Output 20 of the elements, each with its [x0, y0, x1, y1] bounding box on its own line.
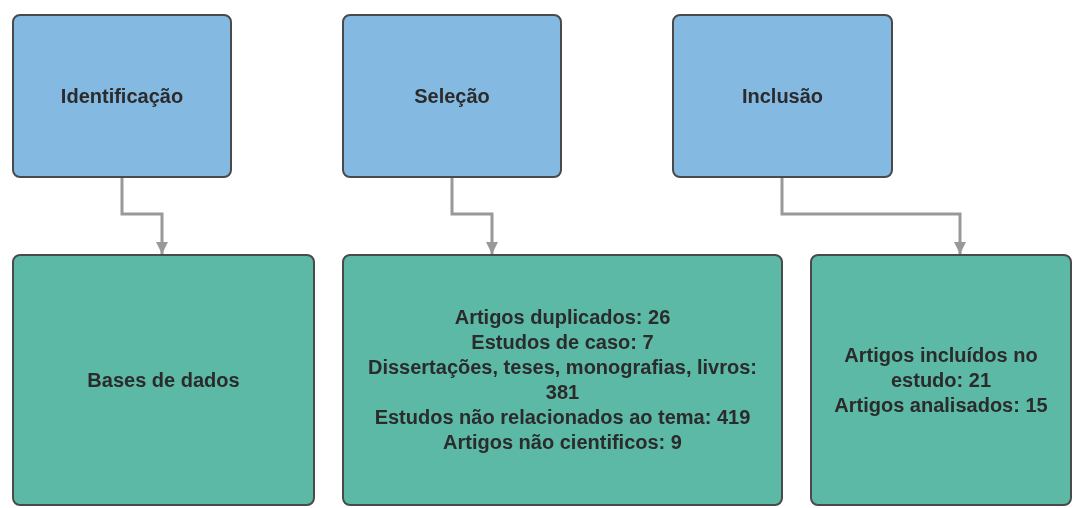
- stage-box: [342, 14, 562, 178]
- result-text: Bases de dados: [87, 367, 240, 393]
- result-box: [12, 254, 315, 506]
- result-text: Dissertações, teses, monografias, livros: 381: [366, 355, 759, 405]
- stage-box: [672, 14, 893, 178]
- stage-title: Inclusão: [741, 83, 824, 109]
- result-text: Artigos incluídos no estudo: 21: [843, 342, 1039, 393]
- result-text: Artigos duplicados: 26: [454, 305, 671, 330]
- arrow: [120, 178, 168, 254]
- result-text: Estudos não relacionados ao tema: 419: [374, 405, 751, 430]
- result-box: [342, 254, 783, 506]
- stage-title: Identificação: [60, 83, 184, 109]
- stage-box: [12, 14, 232, 178]
- result-box: [810, 254, 1072, 506]
- result-text: Estudos de caso: 7: [471, 330, 654, 355]
- arrow: [450, 178, 498, 254]
- arrow: [780, 178, 966, 254]
- result-text: Artigos analisados: 15: [834, 392, 1048, 418]
- stage-title: Seleção: [414, 83, 490, 109]
- result-text: Artigos não cientificos: 9: [443, 430, 682, 455]
